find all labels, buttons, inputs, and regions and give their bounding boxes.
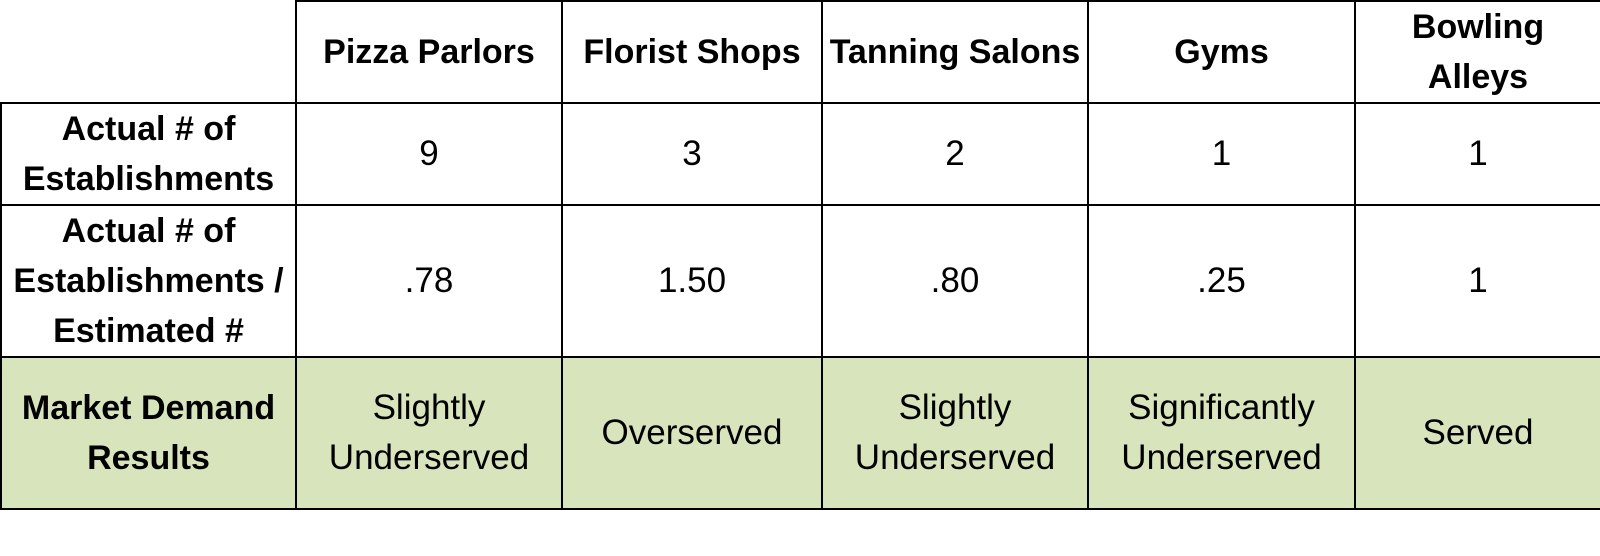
table-cell: 1 (1087, 102, 1356, 206)
table-cell: Slightly Underserved (821, 356, 1089, 510)
row-header-market-demand-results: Market Demand Results (0, 356, 297, 510)
corner-cell (1, 1, 297, 104)
table-cell: .78 (295, 204, 563, 358)
header-row: Pizza Parlors Florist Shops Tanning Salo… (1, 0, 1600, 104)
table-cell: Significantly Underserved (1087, 356, 1356, 510)
row-header-actual-establishments: Actual # of Establishments (0, 102, 297, 206)
column-header-pizza-parlors: Pizza Parlors (295, 0, 563, 104)
table-cell: .80 (821, 204, 1089, 358)
row-header-actual-vs-estimated: Actual # of Establishments / Estimated # (0, 204, 297, 358)
table-cell: 1 (1354, 204, 1600, 358)
table-row-actual-establishments: Actual # of Establishments 9 3 2 1 1 (0, 102, 1600, 206)
table-cell: 2 (821, 102, 1089, 206)
table-cell: Served (1354, 356, 1600, 510)
table-cell: 1.50 (561, 204, 823, 358)
table-cell: 9 (295, 102, 563, 206)
column-header-tanning-salons: Tanning Salons (821, 0, 1089, 104)
market-demand-table: Pizza Parlors Florist Shops Tanning Salo… (0, 0, 1600, 510)
column-header-gyms: Gyms (1087, 0, 1356, 104)
table-row-market-demand-results: Market Demand Results Slightly Underserv… (0, 356, 1600, 510)
column-header-bowling-alleys: Bowling Alleys (1354, 0, 1600, 104)
table-cell: Overserved (561, 356, 823, 510)
table-cell: .25 (1087, 204, 1356, 358)
column-header-florist-shops: Florist Shops (561, 0, 823, 104)
table-cell: Slightly Underserved (295, 356, 563, 510)
table-cell: 3 (561, 102, 823, 206)
table-cell: 1 (1354, 102, 1600, 206)
table-row-actual-vs-estimated: Actual # of Establishments / Estimated #… (0, 204, 1600, 358)
